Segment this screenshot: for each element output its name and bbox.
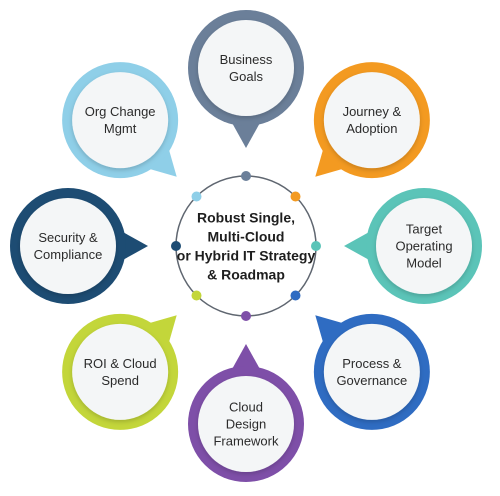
disc-target-operating-model [376, 198, 472, 294]
ring-dot-cloud-design-framework [241, 311, 251, 321]
node-label-line: Framework [213, 434, 279, 449]
node-label-line: Business [220, 52, 273, 67]
node-label-line: Spend [101, 373, 139, 388]
center-title-line: Multi-Cloud [208, 229, 285, 245]
node-label-line: Security & [38, 230, 98, 245]
node-label-line: Design [226, 417, 266, 432]
disc-roi-cloud-spend [72, 323, 169, 420]
ring-dot-org-change-mgmt [191, 191, 202, 202]
disc-security-compliance [20, 198, 116, 294]
ring-dot-process-governance [290, 290, 301, 301]
node-label-line: Target [406, 222, 443, 237]
node-label-line: Cloud [229, 400, 263, 415]
disc-process-governance [323, 323, 420, 420]
center-title-line: & Roadmap [207, 267, 285, 283]
ring-dot-journey-adoption [290, 191, 301, 202]
node-label-line: Mgmt [104, 121, 137, 136]
disc-cloud-design-framework [198, 376, 294, 472]
node-journey-adoption: Journey & Adoption [313, 62, 430, 179]
disc-org-change-mgmt [72, 72, 169, 169]
node-label-line: Adoption [346, 121, 397, 136]
node-label-line: Operating [395, 239, 452, 254]
node-security-compliance: Security & Compliance [10, 188, 148, 304]
node-label-line: Compliance [34, 247, 103, 262]
node-label-line: Model [406, 256, 442, 271]
ring-dot-target-operating-model [311, 241, 321, 251]
ring-dot-security-compliance [171, 241, 181, 251]
node-process-governance: Process & Governance [313, 313, 430, 430]
node-label-line: Journey & [343, 104, 402, 119]
ring-dot-roi-cloud-spend [191, 290, 202, 301]
disc-journey-adoption [323, 72, 420, 169]
node-label-line: Governance [336, 373, 407, 388]
center-title-line: Robust Single, [197, 210, 295, 226]
ring-dot-business-goals [241, 171, 251, 181]
node-label-line: Process & [342, 356, 402, 371]
node-label-line: Goals [229, 69, 263, 84]
node-label-line: Org Change [85, 104, 156, 119]
center-title-line: or Hybrid IT Strategy [177, 248, 316, 264]
disc-business-goals [198, 20, 294, 116]
node-label-line: ROI & Cloud [84, 356, 157, 371]
center-hub: Robust Single, Multi-Cloud or Hybrid IT St… [171, 171, 321, 321]
